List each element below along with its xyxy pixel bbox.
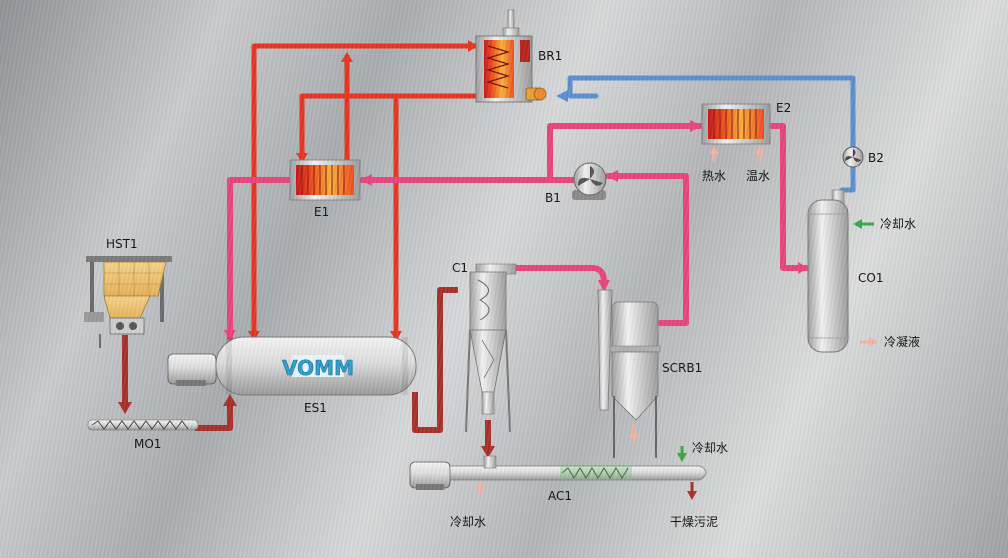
sludge-piping [122, 287, 491, 450]
fan-b1 [572, 162, 607, 200]
air-b1-to-e2 [547, 123, 703, 183]
thermal-oil-piping [251, 43, 476, 338]
label-cooling-water-ac1-bottom: 冷却水 [450, 515, 486, 529]
label-e1: E1 [314, 205, 329, 219]
label-c1: C1 [452, 261, 468, 275]
label-hot-water: 热水 [702, 169, 726, 183]
oil-line-br1-to-es1-right [393, 93, 476, 338]
brand-logo-vomm: VOMM [282, 356, 354, 380]
sludge-es1-to-c1 [412, 287, 458, 433]
oil-arrow-up-e1 [341, 52, 353, 62]
label-cooling-water-ac1-top: 冷却水 [692, 441, 728, 455]
screw-conveyor-mo1 [87, 419, 199, 431]
air-arrow-into-b1 [606, 170, 618, 182]
label-condensate: 冷凝液 [884, 334, 920, 349]
label-e2: E2 [776, 101, 791, 115]
air-arrow-into-scrb1 [598, 280, 610, 292]
label-br1: BR1 [538, 49, 562, 63]
dryer-es1 [167, 336, 417, 396]
air-arrow-into-co1 [798, 262, 808, 274]
air-scrb1-to-b1 [605, 173, 689, 326]
label-scrb1: SCRB1 [662, 361, 702, 375]
hopper-hst1 [84, 256, 172, 348]
cooling-conveyor-ac1 [409, 446, 707, 500]
air-c1-to-scrb1 [512, 265, 607, 285]
air-arrow-into-e2 [690, 120, 702, 132]
label-b2: B2 [868, 151, 884, 165]
fan-b2 [842, 146, 864, 168]
label-dried-sludge: 干燥污泥 [670, 515, 718, 529]
condenser-co1 [807, 189, 878, 353]
air-loop-piping [227, 123, 811, 341]
scrubber-scrb1 [597, 289, 661, 458]
label-mo1: MO1 [134, 437, 161, 451]
air-arrow-into-es1 [224, 330, 236, 341]
air-es1-to-e1 [227, 177, 293, 341]
sludge-arrow-down-ac1 [481, 446, 495, 458]
cyclone-c1 [465, 263, 517, 433]
label-hst1: HST1 [106, 237, 138, 251]
burner-br1 [475, 9, 547, 103]
oil-arrow-into-br1 [468, 40, 478, 52]
heat-exchanger-e1 [289, 159, 361, 201]
sludge-arrow-up-es1 [223, 394, 237, 406]
label-cooling-water-co1: 冷却水 [880, 217, 916, 231]
gas-arrow-into-br1 [556, 90, 568, 102]
oil-arrow-down-es1-left [248, 331, 260, 341]
oil-arrow-down-e1 [296, 153, 308, 163]
oil-return-br1-to-e1 [299, 93, 476, 160]
sludge-arrow-down-mo1 [118, 402, 132, 414]
heat-exchanger-e2 [701, 103, 771, 162]
label-b1: B1 [545, 191, 561, 205]
air-e2-to-co1 [769, 123, 811, 271]
gas-return-piping [567, 75, 856, 193]
oil-supply-to-es1-left [251, 43, 476, 338]
air-arrow-into-e1 [360, 174, 372, 186]
oil-arrow-down-es1-right [390, 331, 402, 341]
label-es1: ES1 [304, 401, 327, 415]
label-co1: CO1 [858, 271, 883, 285]
label-ac1: AC1 [548, 489, 572, 503]
label-warm-water: 温水 [746, 169, 770, 183]
sludge-mo1-to-es1 [195, 400, 233, 431]
